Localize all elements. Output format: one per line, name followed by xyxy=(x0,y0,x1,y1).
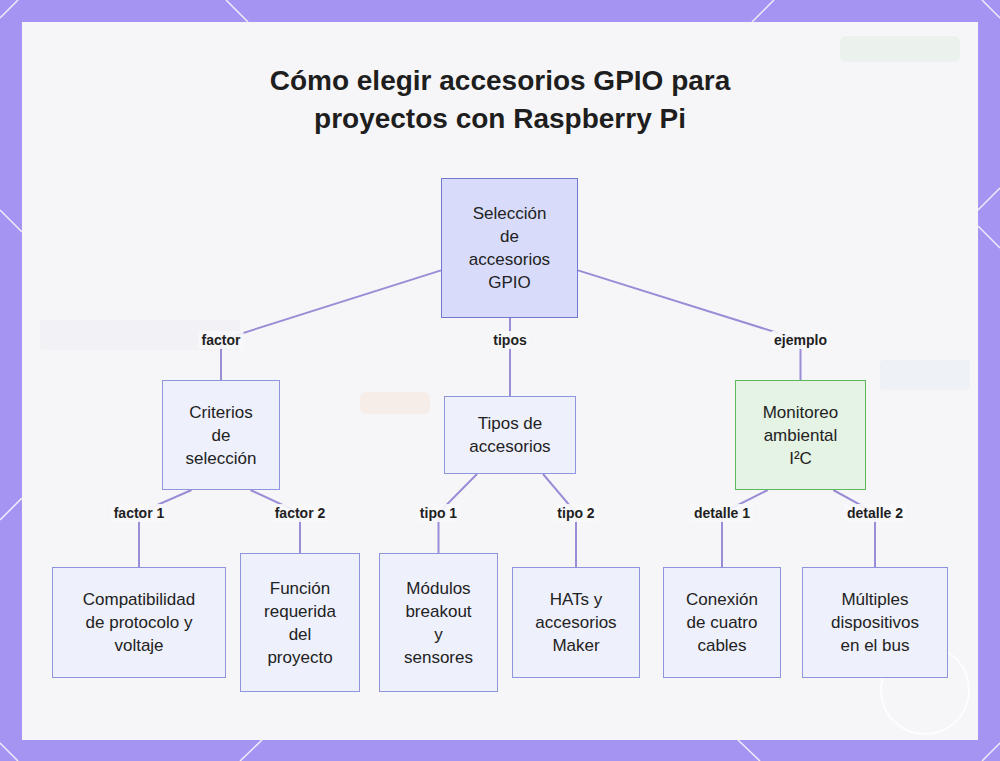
connector-label: tipo 2 xyxy=(554,504,597,522)
concept-box: Selección de accesorios GPIO xyxy=(441,178,578,318)
connector-label: detalle 2 xyxy=(844,504,906,522)
content-panel xyxy=(22,22,978,740)
connector-label: factor xyxy=(199,331,244,349)
connector-label: factor 2 xyxy=(272,504,329,522)
connector-line xyxy=(833,490,875,567)
connector-label: ejemplo xyxy=(771,331,830,349)
diagram-title: Cómo elegir accesorios GPIO para proyect… xyxy=(230,62,770,138)
faded-backdrop xyxy=(40,36,970,414)
concept-box: Módulos breakout y sensores xyxy=(379,553,498,692)
concept-box: Compatibilidad de protocolo y voltaje xyxy=(52,567,226,678)
connector-label: factor 1 xyxy=(111,504,168,522)
node-text: Múltiples dispositivos en el bus xyxy=(823,588,928,657)
concept-box: Monitoreo ambiental I²C xyxy=(735,380,866,490)
node-text: Función requerida del proyecto xyxy=(259,577,341,669)
concept-box: Función requerida del proyecto xyxy=(240,553,360,692)
node-text: Tipos de accesorios xyxy=(463,412,558,458)
connector-label: tipo 1 xyxy=(417,504,460,522)
concept-box: HATs y accesorios Maker xyxy=(512,567,640,678)
connector-label: tipos xyxy=(490,331,529,349)
node-text: Conexión de cuatro cables xyxy=(680,588,765,657)
node-text: Selección de accesorios GPIO xyxy=(462,202,557,294)
concept-box: Conexión de cuatro cables xyxy=(663,567,781,678)
concept-box: Múltiples dispositivos en el bus xyxy=(802,567,948,678)
node-text: Compatibilidad de protocolo y voltaje xyxy=(74,588,204,657)
connector-line xyxy=(139,490,192,567)
connector-line xyxy=(509,318,511,396)
node-text: Criterios de selección xyxy=(180,401,262,470)
connector-line xyxy=(578,270,801,380)
concept-box: Tipos de accesorios xyxy=(444,396,576,474)
node-text: HATs y accesorios Maker xyxy=(529,588,624,657)
connector-line xyxy=(221,270,441,380)
connector-line xyxy=(722,490,768,567)
node-text: Monitoreo ambiental I²C xyxy=(753,401,848,470)
node-text: Módulos breakout y sensores xyxy=(401,577,477,669)
connector-label: detalle 1 xyxy=(691,504,753,522)
concept-box: Criterios de selección xyxy=(162,380,280,490)
